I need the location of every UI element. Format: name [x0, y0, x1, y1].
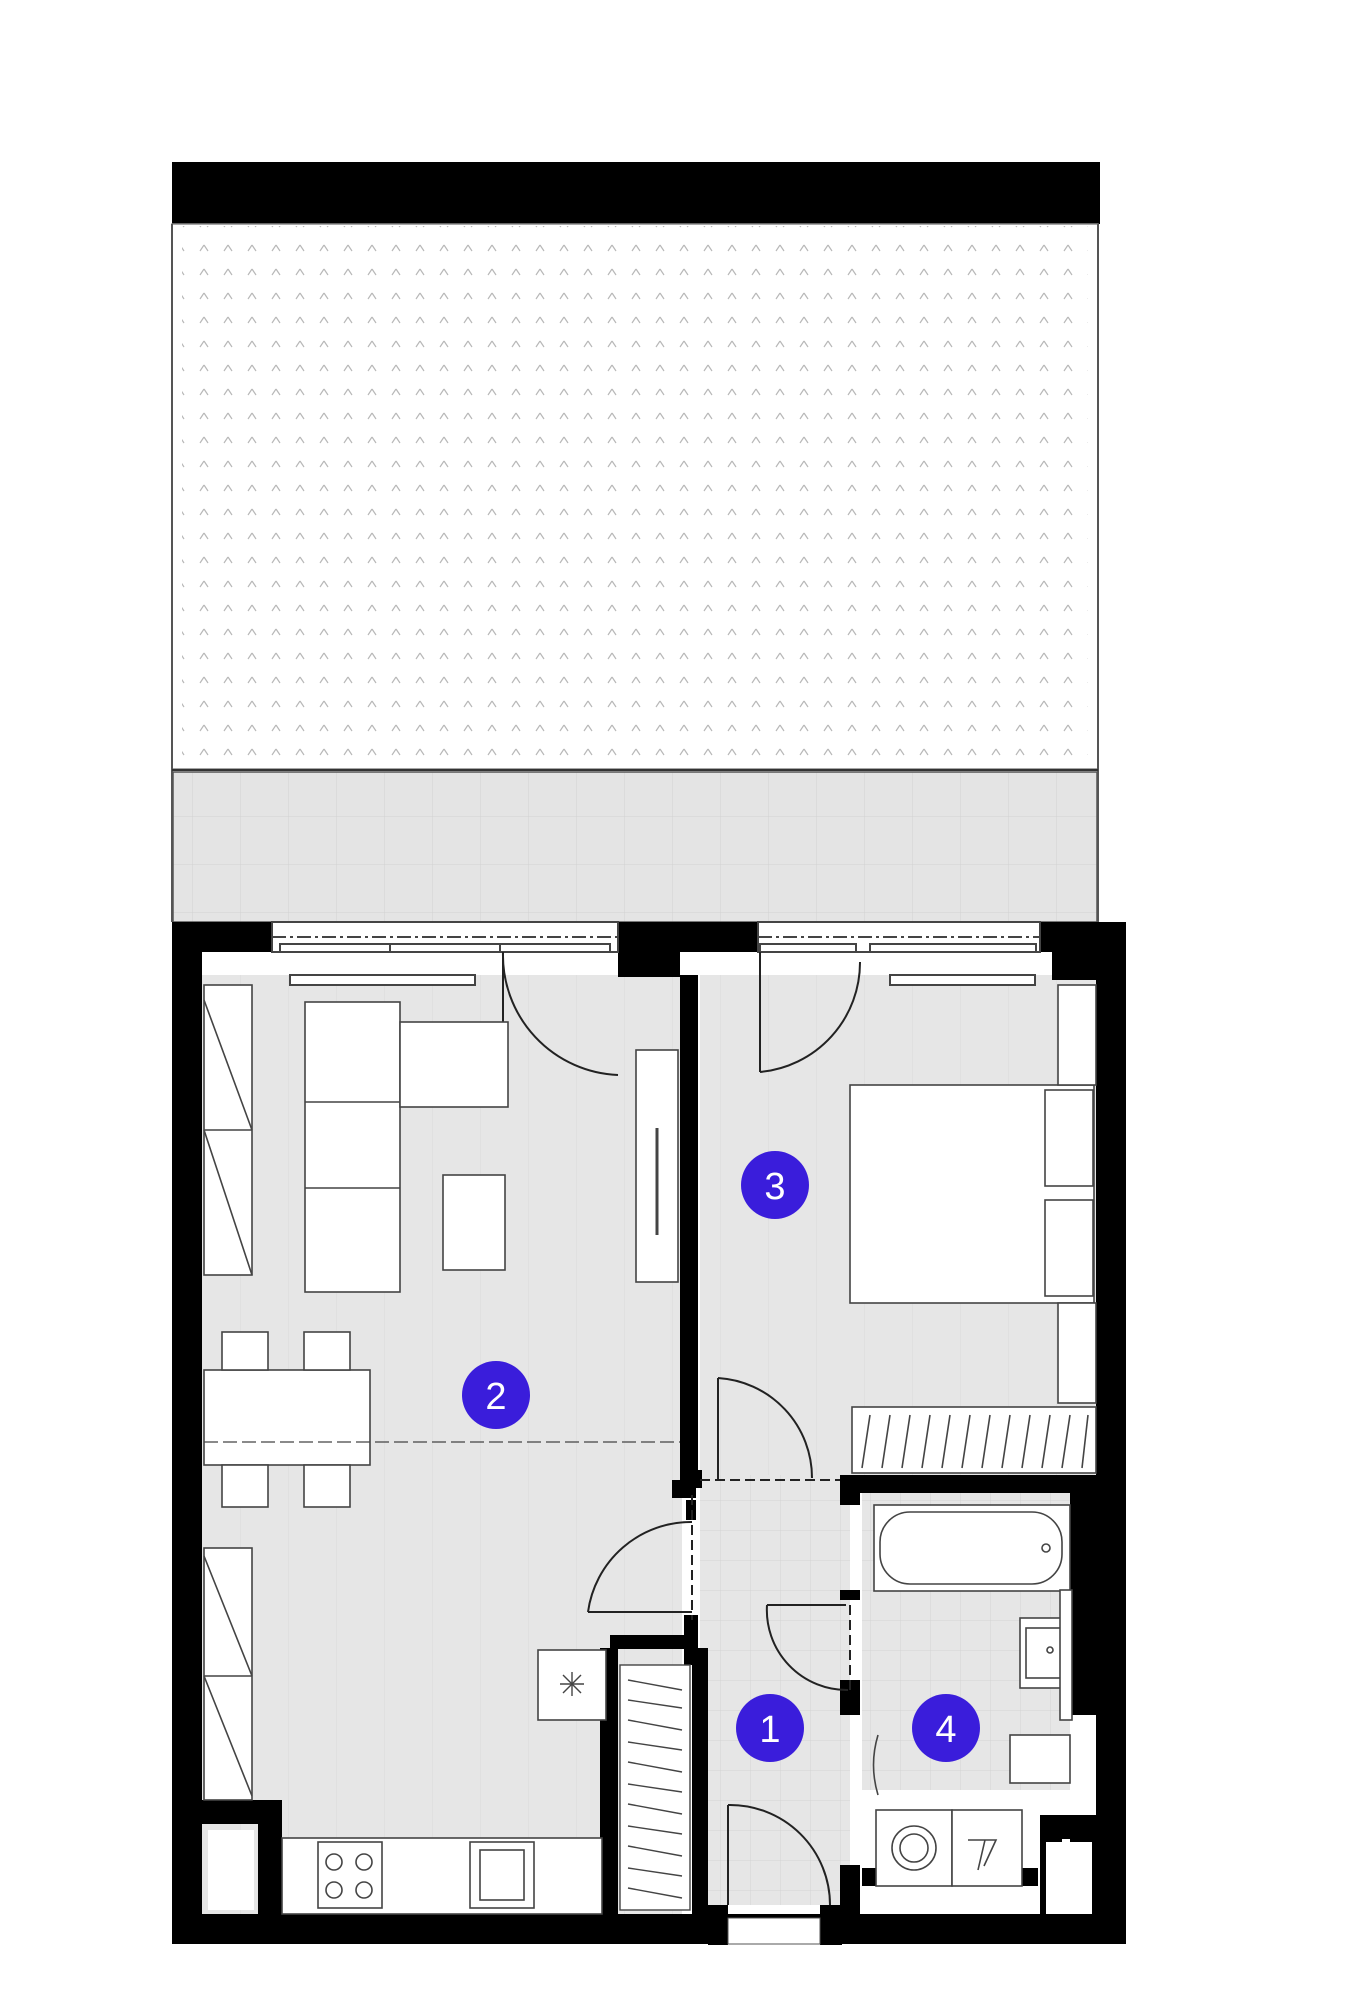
room-badge-2: 2 — [462, 1361, 530, 1429]
room-number-1: 1 — [759, 1709, 780, 1751]
terrace-paving — [172, 769, 1098, 923]
windows — [271, 921, 1041, 986]
column-voids — [208, 1830, 1092, 1945]
room-number-4: 4 — [935, 1709, 956, 1751]
room-badge-4: 4 — [912, 1694, 980, 1762]
doors — [501, 951, 862, 1906]
snowflake-icon — [560, 1672, 584, 1696]
room-badge-1: 1 — [736, 1694, 804, 1762]
bedroom-furniture — [849, 984, 1097, 1474]
bathroom-furniture — [872, 1504, 1073, 1887]
room-number-2: 2 — [485, 1376, 506, 1418]
garden-area — [171, 162, 1100, 922]
living-room-furniture — [203, 984, 680, 1915]
room-badge-3: 3 — [741, 1151, 809, 1219]
hall-wardrobe — [619, 1664, 691, 1911]
room-number-3: 3 — [764, 1166, 785, 1208]
